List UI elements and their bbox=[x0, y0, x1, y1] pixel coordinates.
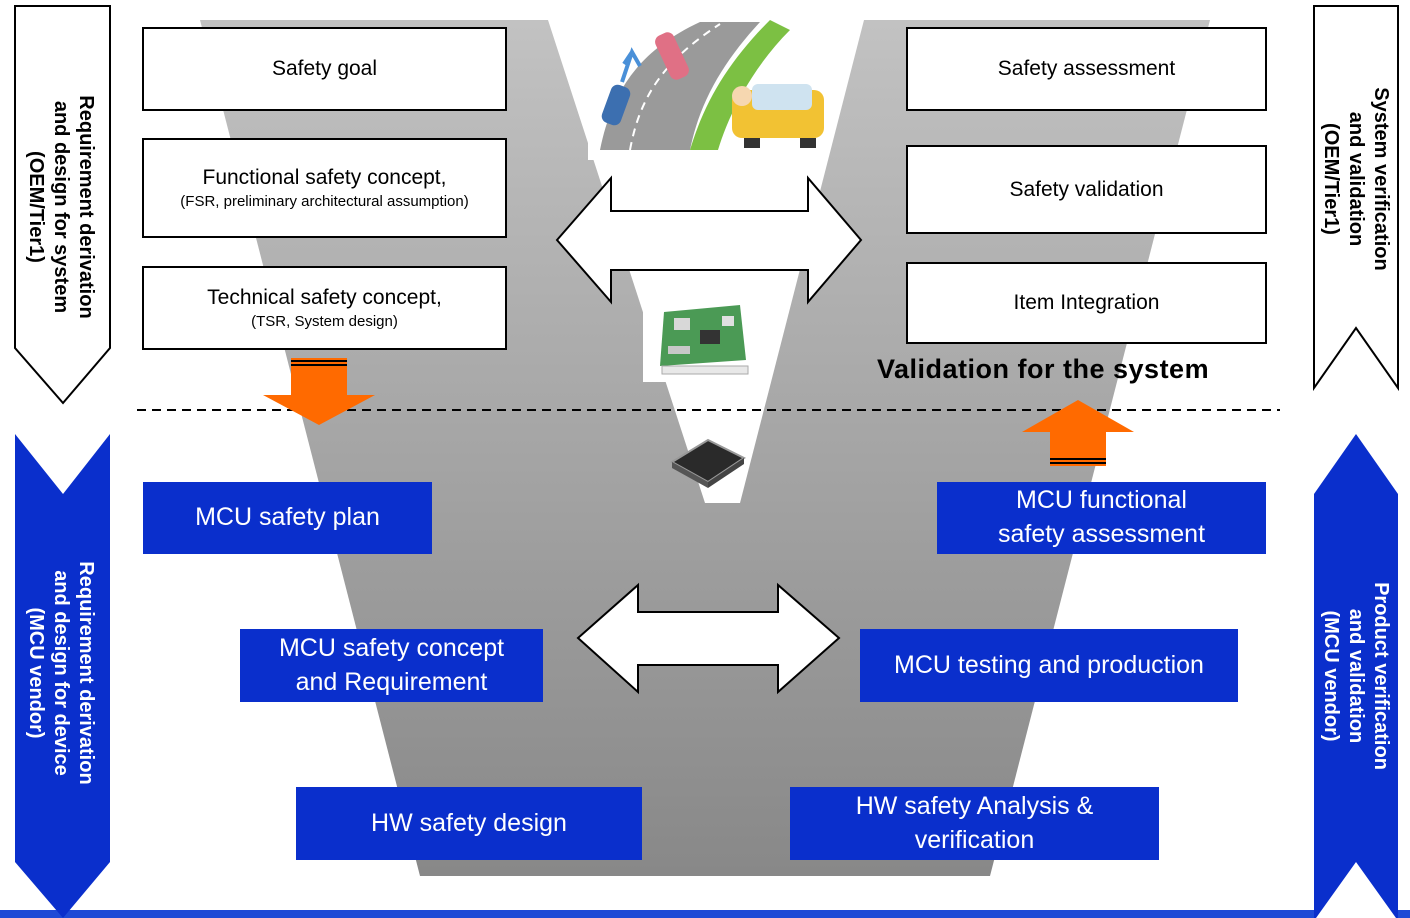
system-double-arrow bbox=[555, 175, 863, 305]
left-top-side-label: Requirement derivation and design for sy… bbox=[25, 95, 98, 319]
technical-safety-concept-box: Technical safety concept, (TSR, System d… bbox=[142, 266, 507, 350]
mcu-safety-concept-box: MCU safety concept and Requirement bbox=[240, 629, 543, 702]
mcu-testing-production-box: MCU testing and production bbox=[860, 629, 1238, 702]
safety-validation-title: Safety validation bbox=[1009, 177, 1164, 201]
orange-up-arrow bbox=[1022, 400, 1134, 466]
right-top-side-arrow bbox=[1313, 5, 1399, 392]
car-collision-illustration bbox=[588, 20, 828, 160]
item-integration-box: Item Integration bbox=[906, 262, 1267, 344]
mcu-functional-safety-assessment-line2: safety assessment bbox=[997, 520, 1206, 548]
safety-assessment-title: Safety assessment bbox=[997, 57, 1176, 81]
validation-heading: Validation for the system bbox=[877, 354, 1210, 384]
functional-safety-concept-subtitle: (FSR, preliminary architectural assumpti… bbox=[180, 193, 469, 211]
mcu-chip bbox=[670, 438, 746, 488]
safety-goal-title: Safety goal bbox=[271, 57, 378, 81]
mcu-safety-plan-box: MCU safety plan bbox=[143, 482, 432, 554]
right-top-side-label: System verification and validation (OEM/… bbox=[1320, 87, 1393, 271]
orange-down-arrow bbox=[263, 358, 375, 425]
functional-safety-concept-box: Functional safety concept, (FSR, prelimi… bbox=[142, 138, 507, 238]
hw-safety-analysis-box: HW safety Analysis & verification bbox=[790, 787, 1159, 860]
hw-safety-analysis-line2: verification bbox=[914, 825, 1035, 854]
right-bottom-arrow-notch bbox=[1316, 862, 1396, 918]
mcu-testing-production-label: MCU testing and production bbox=[894, 650, 1204, 679]
mcu-safety-concept-line1: MCU safety concept bbox=[278, 633, 505, 662]
left-bottom-side-arrow bbox=[15, 434, 110, 918]
left-bottom-side-label: Requirement derivation and design for de… bbox=[25, 561, 98, 785]
mcu-safety-plan-label: MCU safety plan bbox=[195, 503, 380, 532]
functional-safety-concept-title: Functional safety concept, bbox=[202, 165, 447, 189]
device-double-arrow bbox=[576, 582, 841, 695]
technical-safety-concept-subtitle: (TSR, System design) bbox=[251, 313, 398, 331]
safety-goal-box: Safety goal bbox=[142, 27, 507, 111]
safety-assessment-box: Safety assessment bbox=[906, 27, 1267, 111]
technical-safety-concept-title: Technical safety concept, bbox=[207, 285, 442, 309]
bottom-rule bbox=[0, 910, 1410, 918]
right-bottom-side-label: Product verification and validation (MCU… bbox=[1320, 582, 1393, 770]
right-bottom-side-arrow bbox=[1314, 434, 1398, 918]
hw-safety-design-box: HW safety design bbox=[296, 787, 642, 860]
left-top-side-arrow bbox=[14, 5, 111, 405]
hw-safety-design-label: HW safety design bbox=[371, 808, 567, 837]
mcu-safety-concept-line2: and Requirement bbox=[295, 667, 488, 696]
mcu-functional-safety-assessment-box: MCU functional safety assessment bbox=[937, 482, 1266, 554]
ecu-circuit-board bbox=[643, 270, 755, 382]
item-integration-title: Item Integration bbox=[1013, 291, 1160, 315]
mcu-functional-safety-assessment-line1: MCU functional bbox=[1016, 486, 1187, 515]
hw-safety-analysis-line1: HW safety Analysis & bbox=[855, 791, 1094, 820]
safety-validation-box: Safety validation bbox=[906, 145, 1267, 234]
